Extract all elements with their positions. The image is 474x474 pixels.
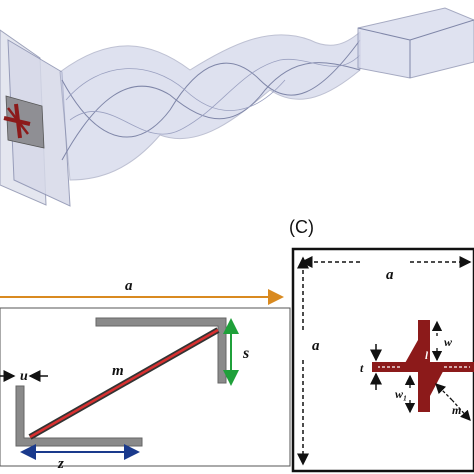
cross-vertical-arm (418, 320, 430, 412)
m-label-right: m (452, 403, 462, 417)
twisted-waveguide-3d (0, 7, 474, 207)
m-arrow-down (451, 399, 471, 421)
panel-c-label: (C) (289, 217, 314, 237)
twisted-section (59, 30, 361, 181)
z-label: z (58, 456, 64, 472)
unit-cell-border (291, 247, 474, 473)
m-label-left: m (112, 363, 124, 379)
s-label: s (243, 345, 250, 362)
a-label-left: a (125, 278, 133, 294)
cross-lower-triangle (430, 362, 448, 396)
helix-edge-3 (69, 54, 361, 135)
a-label-side: a (312, 338, 320, 354)
unit-cell-panel-c (291, 247, 474, 473)
a-label-top: a (386, 267, 394, 283)
cross-resonator (372, 320, 474, 412)
lower-l-strip (15, 385, 143, 447)
output-waveguide (357, 7, 474, 79)
helix-edge-4 (65, 68, 286, 111)
helix-edge-1 (61, 39, 361, 138)
cell-outline (0, 307, 291, 467)
m-diagonal-strip (29, 328, 219, 439)
w-label: w (444, 335, 453, 349)
l-label: l (425, 350, 429, 362)
strip-layout-panel (0, 289, 291, 467)
feed-cross-conductor (3, 103, 31, 139)
w1-label: w₁ (395, 387, 408, 401)
m-arrow-up (435, 383, 453, 401)
helix-edge-2 (61, 62, 361, 161)
cross-upper-triangle (400, 340, 418, 372)
u-label: u (20, 369, 28, 384)
t-label: t (360, 361, 364, 375)
